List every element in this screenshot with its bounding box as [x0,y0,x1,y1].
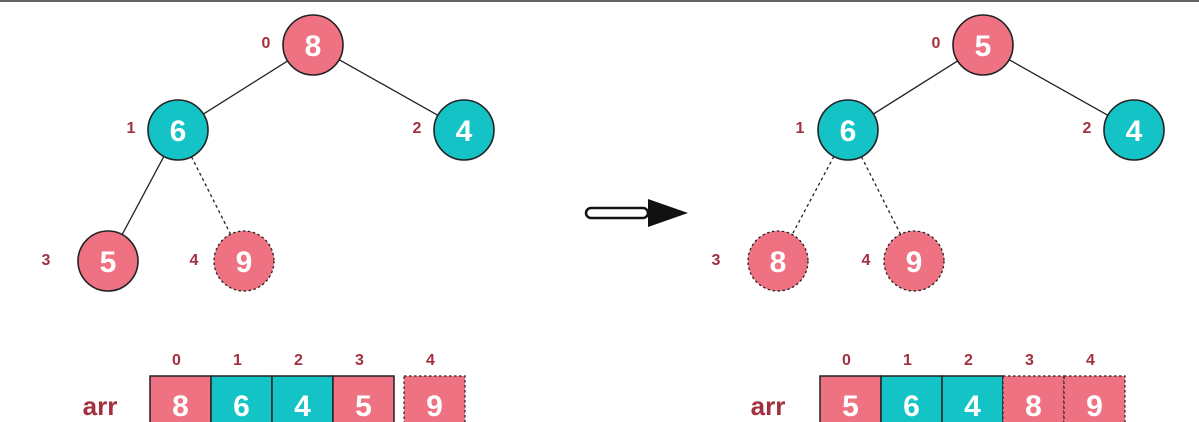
tree-node-1: 6 [147,99,209,161]
tree-node-value: 4 [1126,115,1143,148]
tree-node-value: 9 [236,246,253,279]
array-cell-value: 8 [1025,390,1042,422]
tree-node-value: 8 [770,246,787,279]
array-cell-value: 4 [294,390,311,422]
tree-node-index: 2 [413,120,422,137]
tree-node-circle [147,99,209,161]
array-cell-3: 83 [1002,352,1065,422]
tree-node-index: 0 [932,35,941,52]
array-cell-box [819,375,882,422]
tree-node-circle [1103,99,1165,161]
tree-node-2: 4 [433,99,495,161]
tree-node-index: 2 [1083,120,1092,137]
array-cell-0: 50 [819,352,882,422]
array-cell-1: 61 [210,352,273,422]
tree-node-4: 9 [883,230,945,292]
tree-edge-0-2 [338,59,439,116]
tree-node-circle [817,99,879,161]
tree-node-circle [747,230,809,292]
tree-node-value: 8 [305,30,322,63]
tree-node-value: 5 [100,246,117,279]
array-cell-value: 8 [172,390,189,422]
array-cell-index: 4 [426,352,435,369]
tree-node-value: 6 [840,115,857,148]
tree-edge-1-4 [190,156,232,235]
tree-node-1: 6 [817,99,879,161]
array-cell-value: 6 [233,390,250,422]
right-arrow-icon [584,199,688,227]
tree-node-circle [433,99,495,161]
tree-edge-1-3 [121,156,165,235]
tree-node-value: 9 [906,246,923,279]
tree-edge-0-1 [203,60,288,115]
tree-node-0: 5 [952,14,1014,76]
array-cell-0: 80 [149,352,212,422]
tree-node-2: 4 [1103,99,1165,161]
array-cell-value: 9 [426,390,443,422]
tree-node-circle [213,230,275,292]
array-cell-box [271,375,334,422]
array-cell-value: 5 [355,390,372,422]
array-cell-3: 53 [332,352,395,422]
array-label: arr [751,391,786,421]
tree-node-index: 3 [42,252,51,269]
array-cell-index: 3 [355,352,364,369]
array-cell-2: 42 [941,352,1004,422]
tree-node-index: 1 [796,120,805,137]
array-cell-value: 5 [842,390,859,422]
array-cell-index: 1 [233,352,242,369]
array-cell-index: 4 [1086,352,1095,369]
tree-edge-0-1 [873,60,958,115]
tree-edge-0-2 [1008,59,1109,116]
tree-node-value: 4 [456,115,473,148]
tree-node-index: 4 [190,252,199,269]
array-cell-box [1063,375,1126,422]
array-cell-box [403,375,466,422]
tree-node-index: 3 [712,252,721,269]
tree-node-4: 9 [213,230,275,292]
tree-node-index: 0 [262,35,271,52]
array-label: arr [83,391,118,421]
array-cell-4: 94 [403,352,466,422]
tree-edge-1-3 [791,156,835,235]
array-cell-index: 2 [294,352,303,369]
array-cell-4: 94 [1063,352,1126,422]
tree-node-value: 6 [170,115,187,148]
array-cell-box [149,375,212,422]
array-cell-value: 4 [964,390,981,422]
array-cell-box [332,375,395,422]
tree-node-value: 5 [975,30,992,63]
array-cell-box [880,375,943,422]
tree-node-3: 8 [747,230,809,292]
array-cell-value: 6 [903,390,920,422]
tree-node-3: 5 [77,230,139,292]
array-cell-index: 2 [964,352,973,369]
array-cell-index: 0 [172,352,181,369]
tree-node-circle [282,14,344,76]
array-cell-1: 61 [880,352,943,422]
array-cell-value: 9 [1086,390,1103,422]
array-cell-index: 3 [1025,352,1034,369]
tree-edge-1-4 [860,156,902,235]
array-cell-index: 1 [903,352,912,369]
tree-node-index: 4 [862,252,871,269]
tree-node-circle [77,230,139,292]
tree-node-circle [952,14,1014,76]
tree-node-0: 8 [282,14,344,76]
tree-node-circle [883,230,945,292]
tree-node-index: 1 [127,120,136,137]
array-cell-2: 42 [271,352,334,422]
array-cell-index: 0 [842,352,851,369]
